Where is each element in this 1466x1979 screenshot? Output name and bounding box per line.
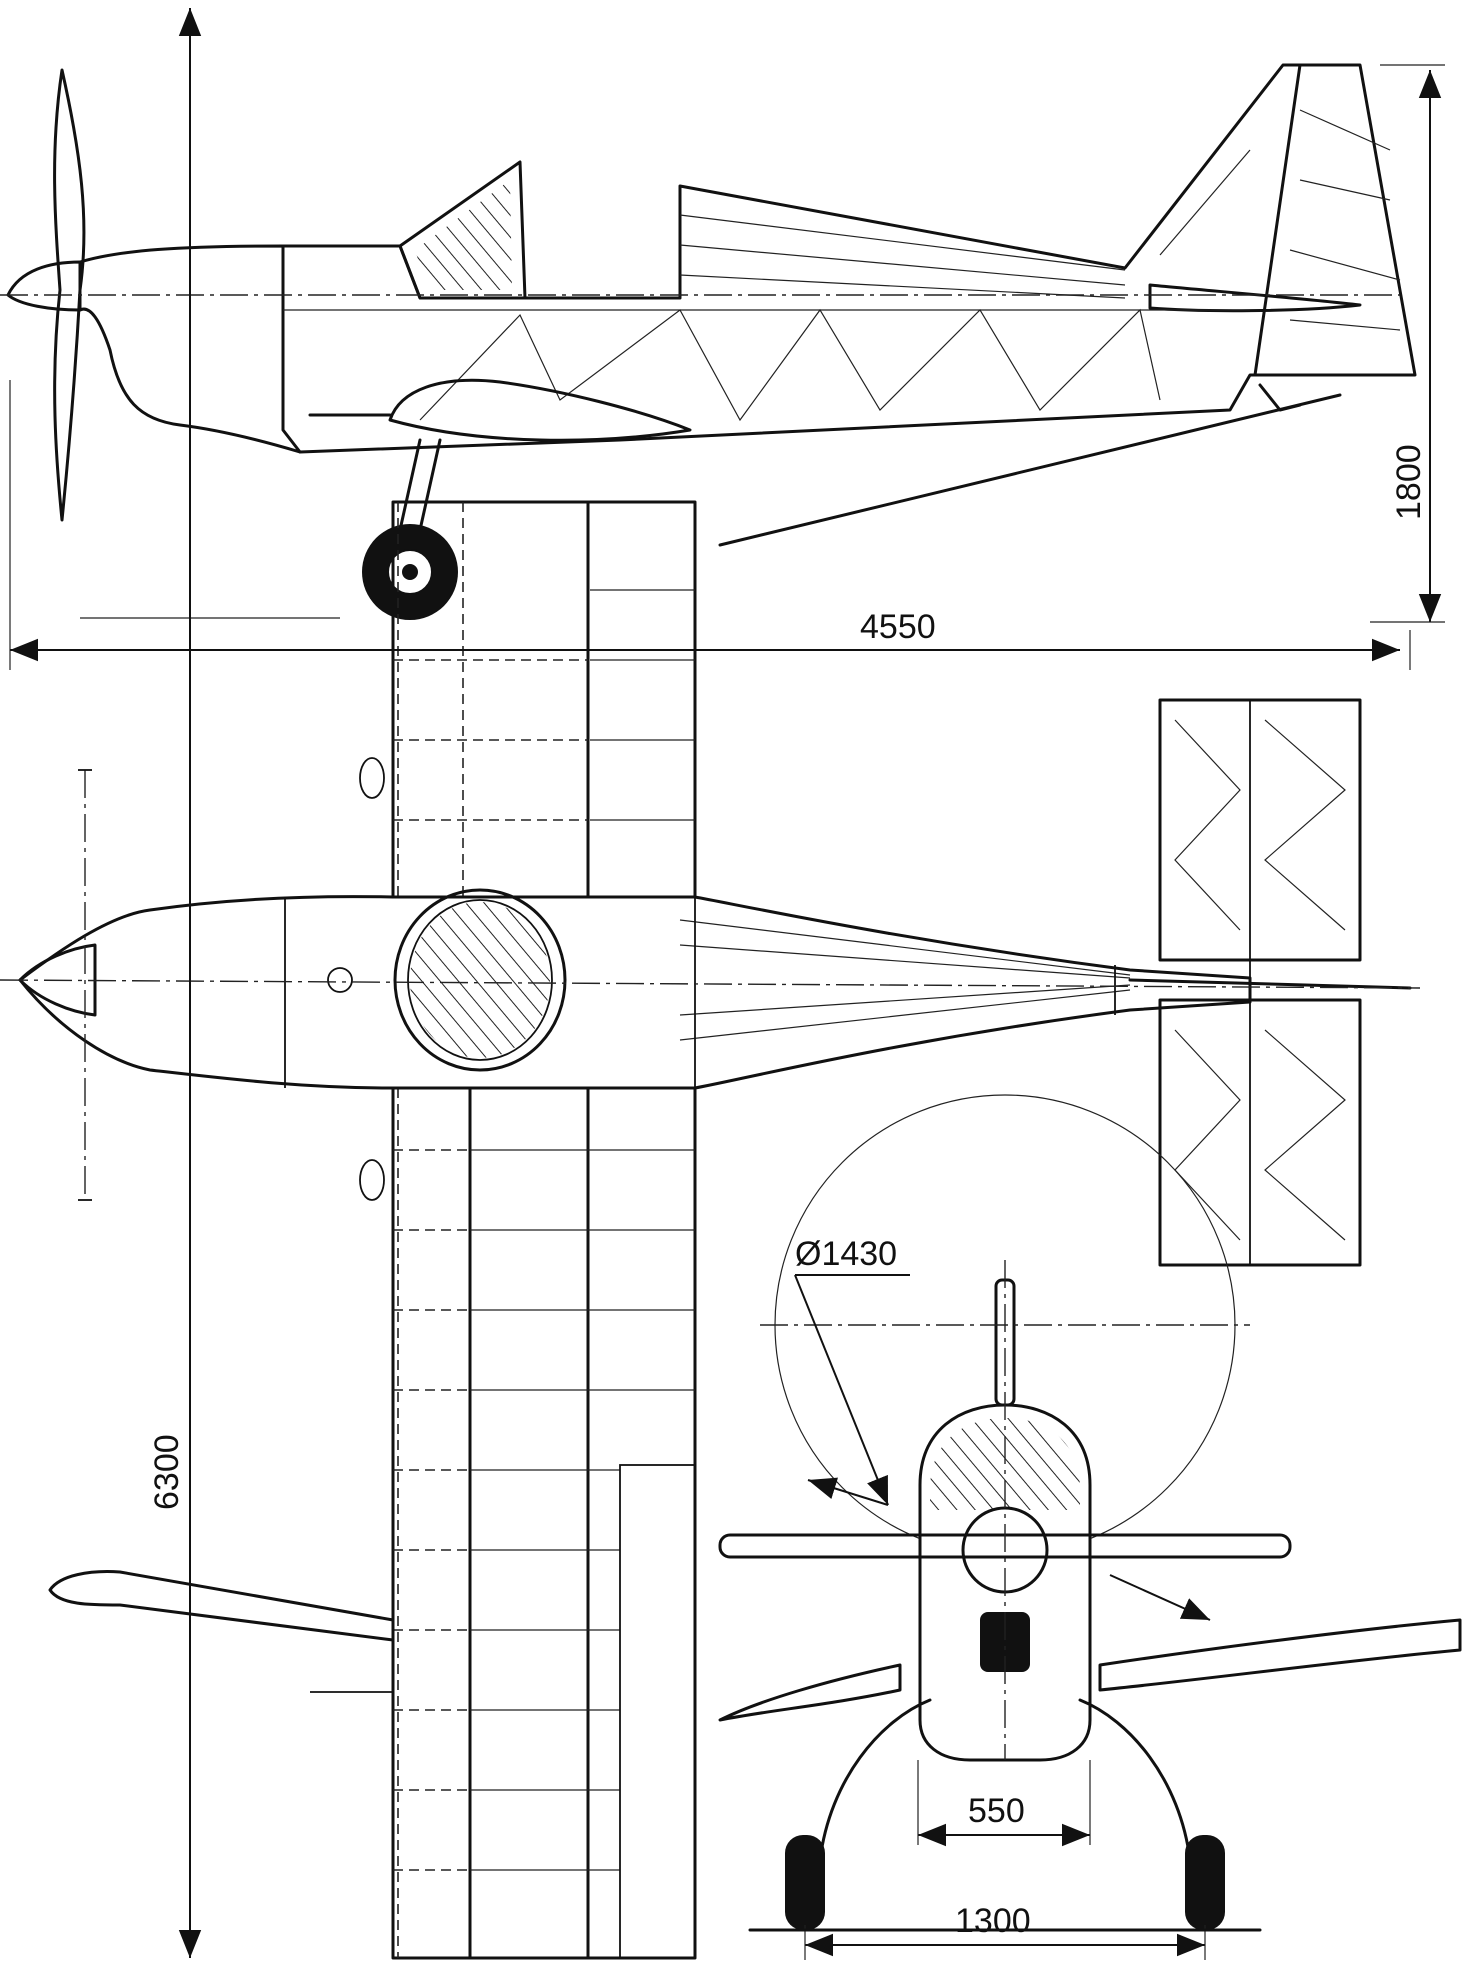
side-stabilizer (1148, 283, 1362, 313)
side-landing-gear (362, 438, 458, 620)
top-view (0, 500, 1421, 1960)
dim-span-label: 6300 (148, 1434, 186, 1510)
dim-fuselage-width-label: 550 (968, 1792, 1025, 1830)
front-view (718, 1094, 1462, 1930)
dim-length-label: 4550 (860, 608, 936, 646)
wing-strut-view (48, 1570, 395, 1693)
top-wing-left (391, 1086, 697, 1960)
top-canopy (393, 888, 567, 1072)
front-wing (718, 1618, 1462, 1722)
dim-height-label: 1800 (1390, 444, 1428, 520)
side-canopy (398, 160, 527, 300)
top-fuselage (18, 895, 1252, 1090)
front-fin (994, 1278, 1016, 1407)
front-landing-gear (785, 1698, 1225, 1930)
side-cowling (78, 244, 302, 454)
dim-track-label: 1300 (955, 1902, 1031, 1940)
top-stabilizer (1158, 698, 1362, 1267)
side-wing-section (388, 378, 692, 442)
side-fuselage-truss (283, 214, 1250, 422)
dimension-lines (9, 7, 1445, 1960)
top-fuselage-stringers (679, 897, 1131, 1088)
side-tail-fin (1159, 63, 1401, 377)
dim-prop-diameter-label: Ø1430 (795, 1235, 897, 1273)
side-view (0, 63, 1417, 620)
side-ground-line (718, 393, 1342, 547)
